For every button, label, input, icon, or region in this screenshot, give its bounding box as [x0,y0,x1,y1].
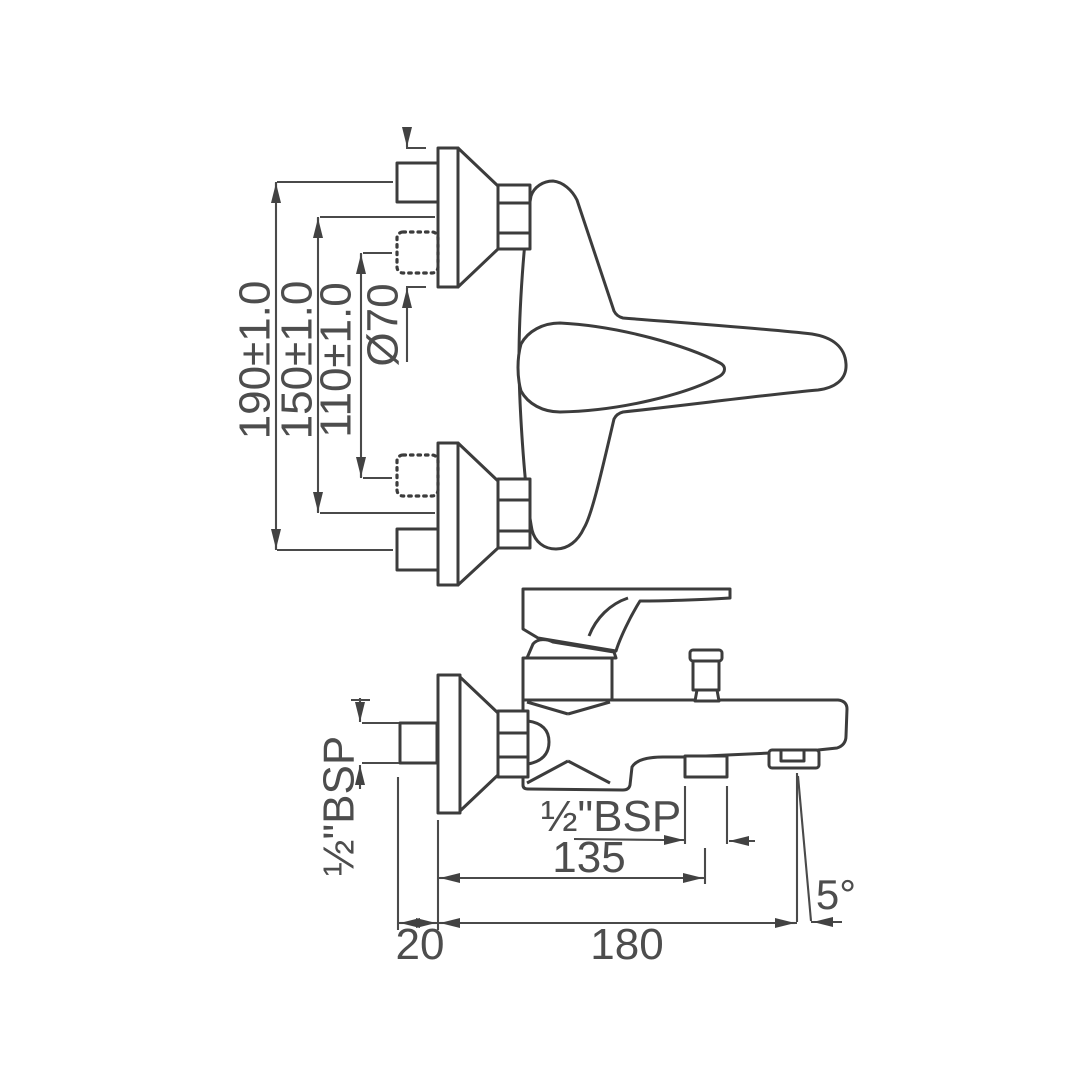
upper-eccentric-union [395,146,532,289]
dim-label-110: 110±1.0 [312,282,361,437]
cartridge-housing [521,656,614,702]
diverter-base [693,688,721,703]
side-inlet-nipple [398,721,439,765]
body-cone-lines [526,700,611,785]
side-escutcheon-cone [458,675,500,813]
side-eccentric-union [398,673,530,815]
upper-escutcheon-cone [456,146,500,289]
side-connection-nut [496,709,530,779]
angle-slant-line [796,775,813,922]
dim-label-190: 190±1.0 [231,281,280,440]
lower-inlet-nipple [395,527,440,572]
dim-label-5deg: 5° [816,871,856,918]
dim-label-inlet-thread: ½"BSP [315,736,364,876]
mixer-body-spout-outline [521,698,849,792]
lower-connection-nut [496,477,532,550]
side-dimensions: ½"BSP ½"BSP 135 20 180 [315,698,856,969]
dim-label-150: 150±1.0 [273,281,322,440]
lower-wall-flange [436,441,460,587]
side-wall-flange [436,673,462,815]
plan-view: 190±1.0 150±1.0 110±1.0 Ø70 [231,127,848,587]
dim-label-outlet-thread: ½"BSP [541,792,681,841]
lower-eccentric-union [395,441,532,587]
lower-escutcheon-cone [456,441,500,587]
outlet-leader-line [573,837,665,842]
lower-inlet-nipple-hidden-position [395,453,440,498]
upper-connection-nut [496,183,532,251]
lever-handle-side [521,587,732,653]
diverter-stem [691,659,721,692]
lever-handle-plan-outline [516,321,726,414]
dim-label-180: 180 [590,920,663,969]
upper-inlet-nipple-hidden-position [395,230,440,275]
upper-inlet-nipple [395,161,440,204]
shower-outlet [683,754,729,779]
plan-dimensions: 190±1.0 150±1.0 110±1.0 Ø70 [231,127,435,552]
diverter-knob [688,648,724,703]
dim-label-20: 20 [396,920,445,969]
dim-label-135: 135 [552,833,625,882]
aerator [767,748,821,770]
inlet-boss-arc [527,719,551,766]
side-view: ½"BSP ½"BSP 135 20 180 [315,587,856,969]
lever-neck-curve [587,596,629,637]
dim-label-70: Ø70 [359,283,408,366]
upper-wall-flange [436,146,460,289]
diverter-cap [688,648,724,663]
aerator-detail [779,748,806,763]
